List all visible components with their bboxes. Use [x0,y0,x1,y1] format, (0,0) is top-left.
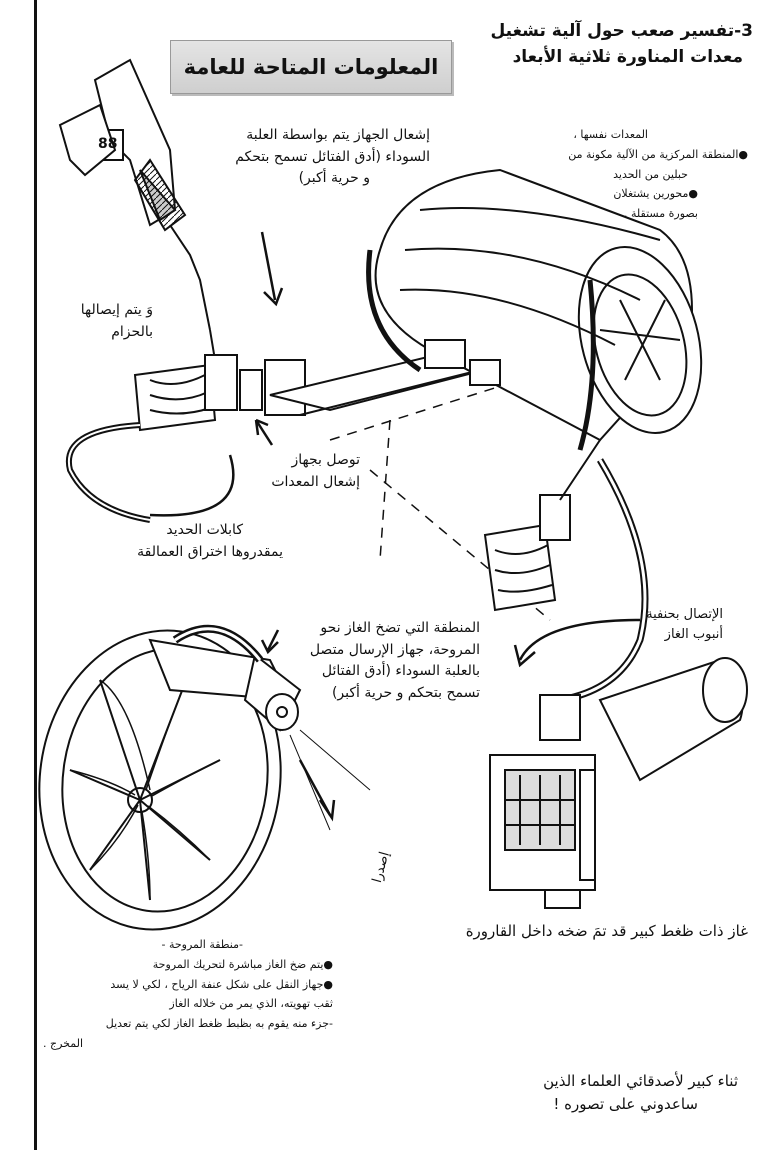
page-frame-line [34,0,37,1150]
label-cables: كابلات الحديد يمقدروها اختراق العمالقة [137,522,283,560]
label-gas-tap: الإتصال بحنفية أنبوب الغاز [646,607,723,643]
left-grip-icon [133,354,306,432]
label-fan: -منطقة المروحة - ●يتم ضخ الغاز مباشرة لت… [42,938,333,1050]
arrow-icons [149,231,641,822]
section-heading: 3-تفسير صعب حول آلية تشغيل معدات المناور… [490,21,753,68]
label-bottle: غاز ذات ظغط كبير قد تمَ ضخه داخل القارور… [465,922,748,940]
label-ignition: توصل بجهاز إشعال المعدات [271,452,360,490]
title-box-text: المعلومات المتاحة للعامة [183,55,439,79]
grip-counter: 88 [98,136,117,152]
central-drum-icon [374,168,703,442]
label-belt: وَ يتم إيصالها بالحزام [80,302,153,340]
thanks-note: ثناء كبير لأصدقائي العلماء الذين ساعدوني… [543,1072,738,1114]
gas-nozzle-icon [172,624,302,732]
right-grip-icon [483,494,571,612]
public-info-title-box: المعلومات المتاحة للعامة [170,40,452,94]
label-grip: إشعال الجهاز يتم بواسطة العلبة السوداء (… [235,127,430,187]
trigger-grip-icon [58,58,211,331]
label-equipment: المعدات نفسها ، ●المنطقة المركزية من الآ… [568,128,748,221]
label-gas-push: المنطقة التي تضخ الغاز نحو المروحة، جهاز… [309,620,480,702]
gas-bottle-icon [489,657,748,909]
